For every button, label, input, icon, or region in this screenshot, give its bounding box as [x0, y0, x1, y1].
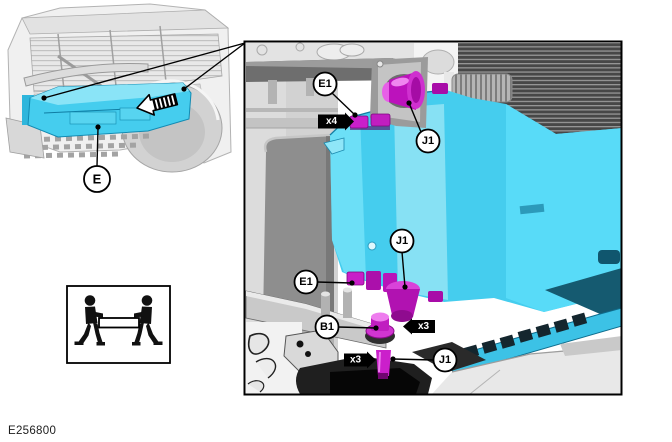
- underbody-right: [432, 336, 621, 394]
- callout-e1-mid: E1: [293, 269, 355, 295]
- detail-view: [245, 42, 621, 394]
- svg-text:J1: J1: [422, 135, 434, 147]
- person-silhouette: [74, 295, 105, 346]
- two-person-lift-icon: [66, 285, 171, 364]
- svg-text:x3: x3: [350, 355, 362, 366]
- bracket-lower-flange: [438, 307, 621, 375]
- overview-illustration: E: [5, 3, 246, 193]
- svg-text:J1: J1: [439, 354, 451, 366]
- badge-x3-bottom: x3: [344, 351, 376, 369]
- callout-j1-mid: J1: [389, 228, 415, 290]
- magnification-leaders: [41, 42, 246, 101]
- bolts-e1-top: [349, 113, 391, 130]
- svg-text:x4: x4: [326, 116, 338, 127]
- callout-e1-top: E1: [312, 71, 358, 118]
- vehicle-bumper-tube: [23, 63, 149, 87]
- badge-x3-left: x3: [403, 318, 435, 335]
- detail-annotations: E1 x4 J1 J1 E1: [293, 71, 458, 373]
- skid-plate: [296, 342, 486, 394]
- stud-j1-bottom: [376, 350, 391, 379]
- svg-text:x3: x3: [418, 321, 430, 332]
- install-direction-arrow-icon: [136, 93, 179, 116]
- control-arm: [245, 287, 387, 349]
- callout-b1: B1: [314, 314, 379, 340]
- callout-j1-top: J1: [406, 100, 441, 154]
- carried-load: [98, 317, 140, 329]
- bracket-top-face: [30, 83, 189, 105]
- callout-j1-bottom: J1: [390, 347, 458, 373]
- svg-text:E1: E1: [299, 276, 312, 288]
- vehicle-roof-band: [21, 9, 230, 35]
- fitting-j1-mid: [386, 281, 443, 322]
- svg-text:E1: E1: [318, 78, 331, 90]
- figure-id-label: E256800: [8, 425, 56, 437]
- callout-e-label: E: [93, 172, 102, 187]
- svg-text:B1: B1: [320, 321, 334, 333]
- vehicle-struts: [57, 25, 167, 91]
- badge-x4: x4: [318, 112, 354, 131]
- detail-frame-border: [243, 40, 623, 396]
- svg-text:J1: J1: [396, 235, 408, 247]
- callout-e: E: [83, 124, 111, 193]
